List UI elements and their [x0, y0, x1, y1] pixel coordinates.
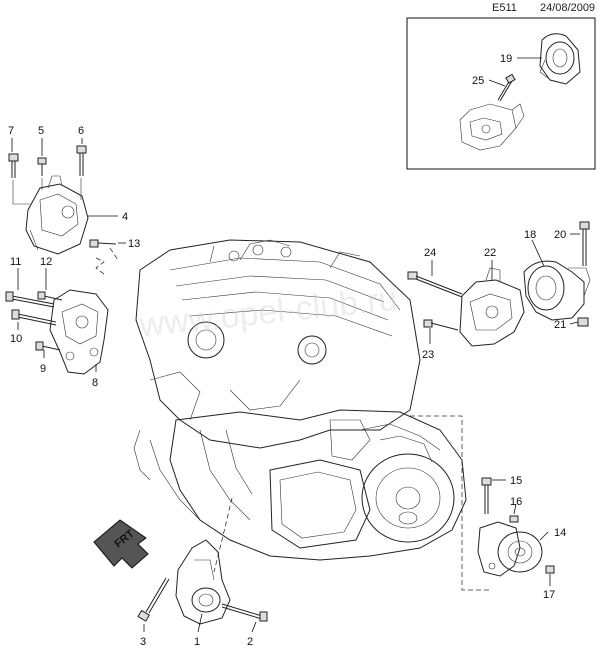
callout-8: 8 [92, 377, 98, 389]
assembly-line-7-5-6 [12, 178, 82, 205]
leader-lines [11, 57, 580, 633]
assembly-line-1 [213, 497, 233, 573]
nut-16 [509, 515, 519, 523]
bolt-2 [221, 603, 268, 622]
bracket-22 [459, 267, 525, 347]
engine-assembly [133, 239, 421, 521]
callout-12: 12 [40, 256, 52, 268]
nut-17 [545, 565, 555, 574]
transmission-assembly [169, 409, 467, 561]
mount-18 [523, 260, 591, 321]
callout-13: 13 [128, 238, 140, 250]
assembly-line-13 [95, 247, 119, 275]
bolt-11 [5, 291, 55, 308]
callout-17: 17 [543, 589, 555, 601]
callout-18: 18 [524, 229, 536, 241]
callout-19: 19 [500, 53, 512, 65]
callout-7: 7 [8, 125, 14, 137]
bolt-15 [481, 477, 492, 514]
callout-6: 6 [78, 125, 84, 137]
callout-16: 16 [510, 496, 522, 508]
callout-3: 3 [140, 636, 146, 648]
callout-21: 21 [554, 319, 566, 331]
nut-5 [37, 157, 47, 176]
watermark-text: www.opel-club.ru [137, 280, 399, 345]
callout-23: 23 [422, 349, 434, 361]
callout-1: 1 [194, 636, 200, 648]
nut-21 [577, 317, 589, 327]
inset-mount-19 [539, 33, 581, 85]
callout-11: 11 [10, 256, 21, 268]
mount-14 [477, 521, 543, 577]
bolt-3 [137, 577, 170, 622]
bolt-6 [76, 145, 87, 176]
mount-1 [175, 539, 231, 625]
callout-10: 10 [10, 333, 22, 345]
inset-frame [406, 17, 596, 170]
callout-25: 25 [472, 75, 484, 87]
diagram-date: 24/08/2009 [540, 2, 596, 14]
callout-22: 22 [484, 247, 496, 259]
bracket-8 [49, 289, 109, 375]
bolt-7 [8, 153, 19, 178]
callout-15: 15 [510, 475, 522, 487]
bolt-10 [11, 309, 57, 326]
mount-4 [25, 175, 89, 255]
diagram-code: E511 [492, 2, 517, 14]
bolt-23 [423, 319, 459, 331]
assembly-line-14 [410, 415, 490, 591]
bolt-24 [407, 271, 463, 298]
front-arrow-icon [93, 519, 149, 569]
bolt-13 [89, 239, 117, 248]
callout-14: 14 [554, 527, 566, 539]
bolt-20 [579, 221, 590, 266]
callout-2: 2 [247, 636, 253, 648]
callout-20: 20 [554, 229, 566, 241]
inset-bracket [459, 103, 525, 151]
callout-5: 5 [38, 125, 44, 137]
inset-bolt-25 [497, 73, 516, 102]
callout-24: 24 [424, 247, 436, 259]
callout-4: 4 [122, 211, 128, 223]
bolt-9 [35, 341, 61, 351]
bolt-12 [37, 291, 63, 301]
callout-9: 9 [40, 363, 46, 375]
